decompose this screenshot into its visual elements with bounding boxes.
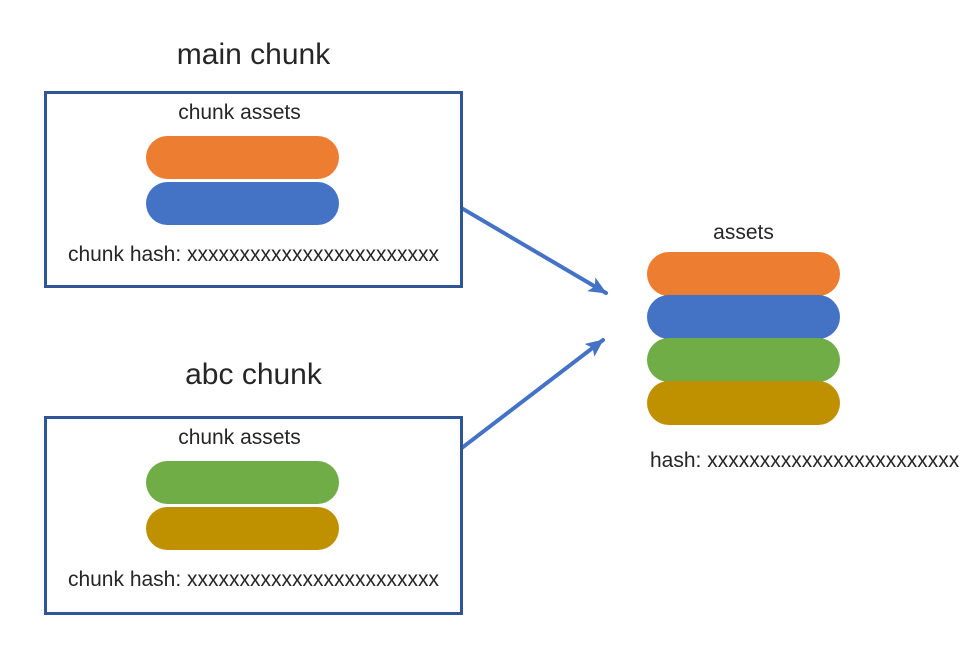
main-chunk-box: chunk assets chunk hash: xxxxxxxxxxxxxxx… (44, 91, 463, 288)
output-asset-pills (647, 252, 840, 425)
main-chunk-assets-label: chunk assets (178, 101, 301, 124)
orange-asset-pill (647, 252, 840, 296)
abc-chunk-asset-pills (146, 461, 339, 550)
gold-asset-pill (146, 507, 339, 550)
main-chunk-hash-text: chunk hash: xxxxxxxxxxxxxxxxxxxxxxxx (67, 243, 440, 266)
gold-asset-pill (647, 381, 840, 425)
green-asset-pill (647, 338, 840, 382)
blue-asset-pill (146, 182, 339, 225)
output-hash-text: hash: xxxxxxxxxxxxxxxxxxxxxxxx (650, 449, 960, 472)
output-assets-label: assets (713, 221, 774, 244)
abc-chunk-box: chunk assets chunk hash: xxxxxxxxxxxxxxx… (44, 416, 463, 615)
green-asset-pill (146, 461, 339, 504)
abc-chunk-assets-label: chunk assets (178, 426, 301, 449)
orange-asset-pill (146, 136, 339, 179)
main-chunk-asset-pills (146, 136, 339, 225)
abc-chunk-title: abc chunk (185, 358, 322, 391)
blue-asset-pill (647, 295, 840, 339)
main-chunk-title: main chunk (176, 38, 331, 71)
abc-chunk-hash-text: chunk hash: xxxxxxxxxxxxxxxxxxxxxxxx (67, 568, 440, 591)
